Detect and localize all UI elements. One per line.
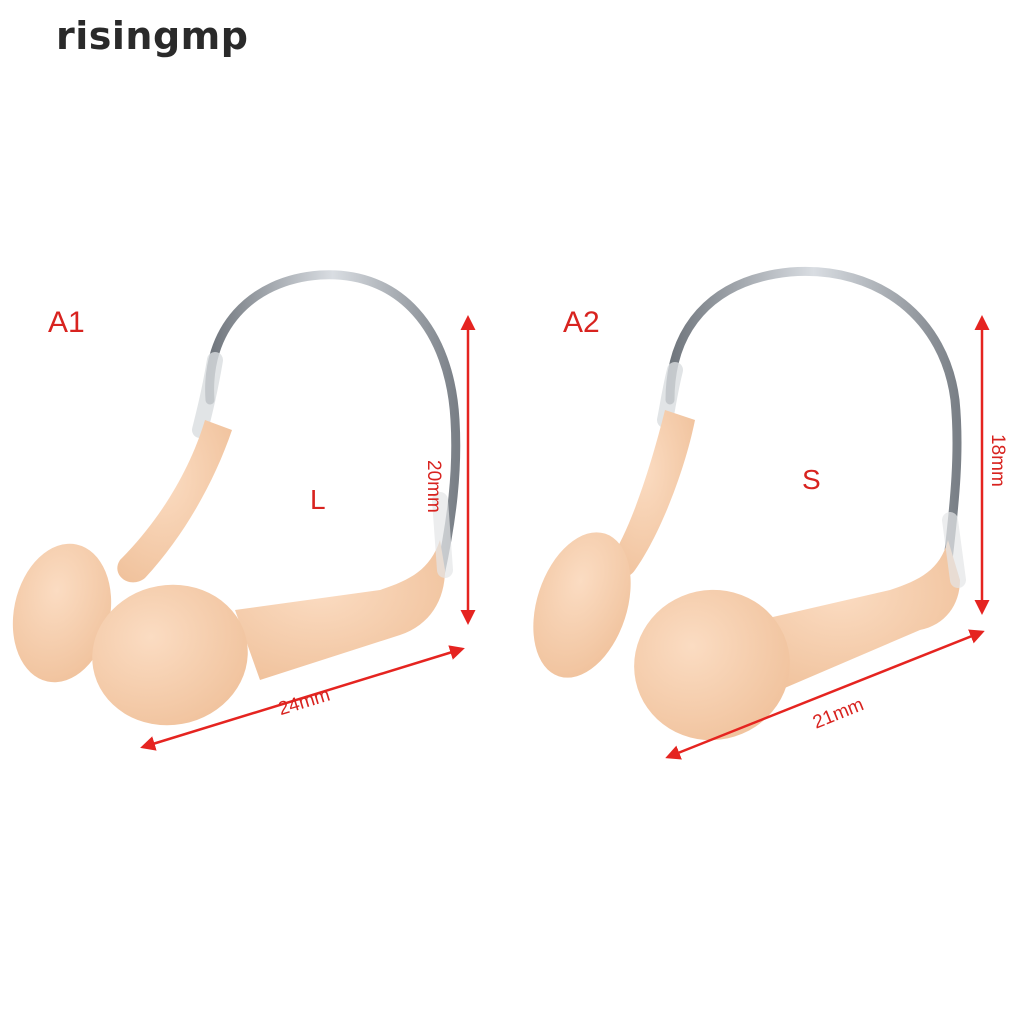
width-arrow-a2 [665, 629, 985, 760]
nose-clip-small [533, 266, 966, 741]
size-label-a2: S [802, 464, 821, 495]
height-label-a1: 20mm [423, 460, 444, 513]
product-code-a1: A1 [48, 306, 85, 339]
brand-watermark: risingmp [56, 14, 249, 58]
product-code-a2: A2 [563, 306, 600, 339]
width-arrow-a1 [140, 645, 465, 751]
nose-clip-large [12, 270, 461, 726]
size-label-a1: L [310, 484, 326, 515]
height-label-a2: 18mm [987, 434, 1008, 487]
